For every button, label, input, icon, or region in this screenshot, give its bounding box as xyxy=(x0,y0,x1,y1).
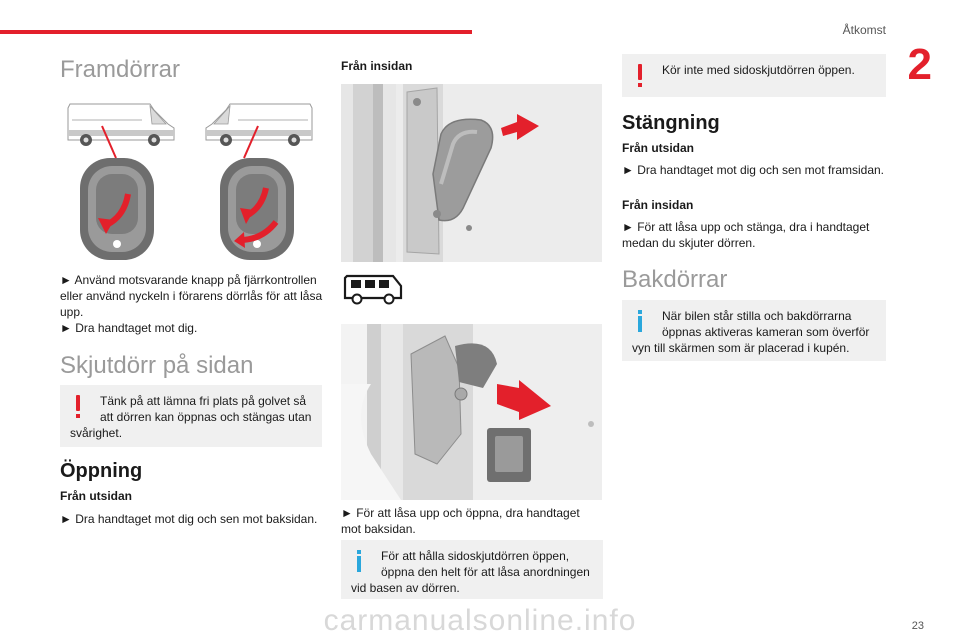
interior-handle-photo-lower xyxy=(341,324,602,500)
drive-warning: Kör inte med sidoskjutdörren öppen. xyxy=(622,54,886,97)
section-title: Åtkomst xyxy=(842,23,886,37)
front-doors-instruction-1: ► Använd motsvarande knapp på fjärrkontr… xyxy=(60,273,323,319)
drive-warning-text: Kör inte med sidoskjutdörren öppen. xyxy=(662,63,855,77)
sliding-door-warning-text: Tänk på att lämna fri plats på golvet så… xyxy=(70,394,312,440)
warning-icon xyxy=(632,62,648,87)
closing-from-outside-label: Från utsidan xyxy=(622,141,695,155)
van-left-icon xyxy=(67,103,175,146)
sliding-door-warning: Tänk på att lämna fri plats på golvet så… xyxy=(60,385,322,447)
opening-heading: Öppning xyxy=(60,460,143,482)
van-right-icon xyxy=(205,103,313,146)
opening-from-outside-label: Från utsidan xyxy=(60,489,133,503)
rear-doors-info-text: När bilen står stilla och bakdörrarna öp… xyxy=(632,309,870,355)
front-doors-illustration xyxy=(67,103,313,260)
interior-handle-photo-upper xyxy=(341,84,602,262)
chapter-number: 2 xyxy=(907,40,932,89)
watermark: carmanualsonline.info xyxy=(323,604,637,637)
front-doors-instruction-2: ► Dra handtaget mot dig. xyxy=(60,321,198,335)
hold-open-info: För att hålla sidoskjutdörren öppen, öpp… xyxy=(341,540,603,599)
page-number: 23 xyxy=(911,620,924,632)
door-handle-left xyxy=(80,158,154,260)
door-handle-right xyxy=(220,158,294,260)
sliding-door-heading: Skjutdörr på sidan xyxy=(60,352,254,379)
inside-open-text: ► För att låsa upp och öppna, dra handta… xyxy=(341,506,580,536)
closing-from-inside-text: ► För att låsa upp och stänga, dra i han… xyxy=(622,220,870,250)
hold-open-info-text: För att hålla sidoskjutdörren öppen, öpp… xyxy=(351,549,590,595)
warning-icon xyxy=(70,393,86,418)
van-sliding-door-icon xyxy=(343,274,403,305)
opening-from-outside-text: ► Dra handtaget mot dig och sen mot baks… xyxy=(60,512,318,526)
header-accent-bar xyxy=(0,30,472,34)
opening-from-inside-label: Från insidan xyxy=(341,59,413,73)
info-icon xyxy=(351,548,367,572)
front-doors-heading: Framdörrar xyxy=(60,56,181,83)
closing-heading: Stängning xyxy=(622,112,720,134)
info-icon xyxy=(632,308,648,332)
rear-doors-heading: Bakdörrar xyxy=(622,266,728,293)
closing-from-outside-text: ► Dra handtaget mot dig och sen mot fram… xyxy=(622,163,885,177)
rear-doors-info: När bilen står stilla och bakdörrarna öp… xyxy=(622,300,886,361)
closing-from-inside-label: Från insidan xyxy=(622,198,694,212)
